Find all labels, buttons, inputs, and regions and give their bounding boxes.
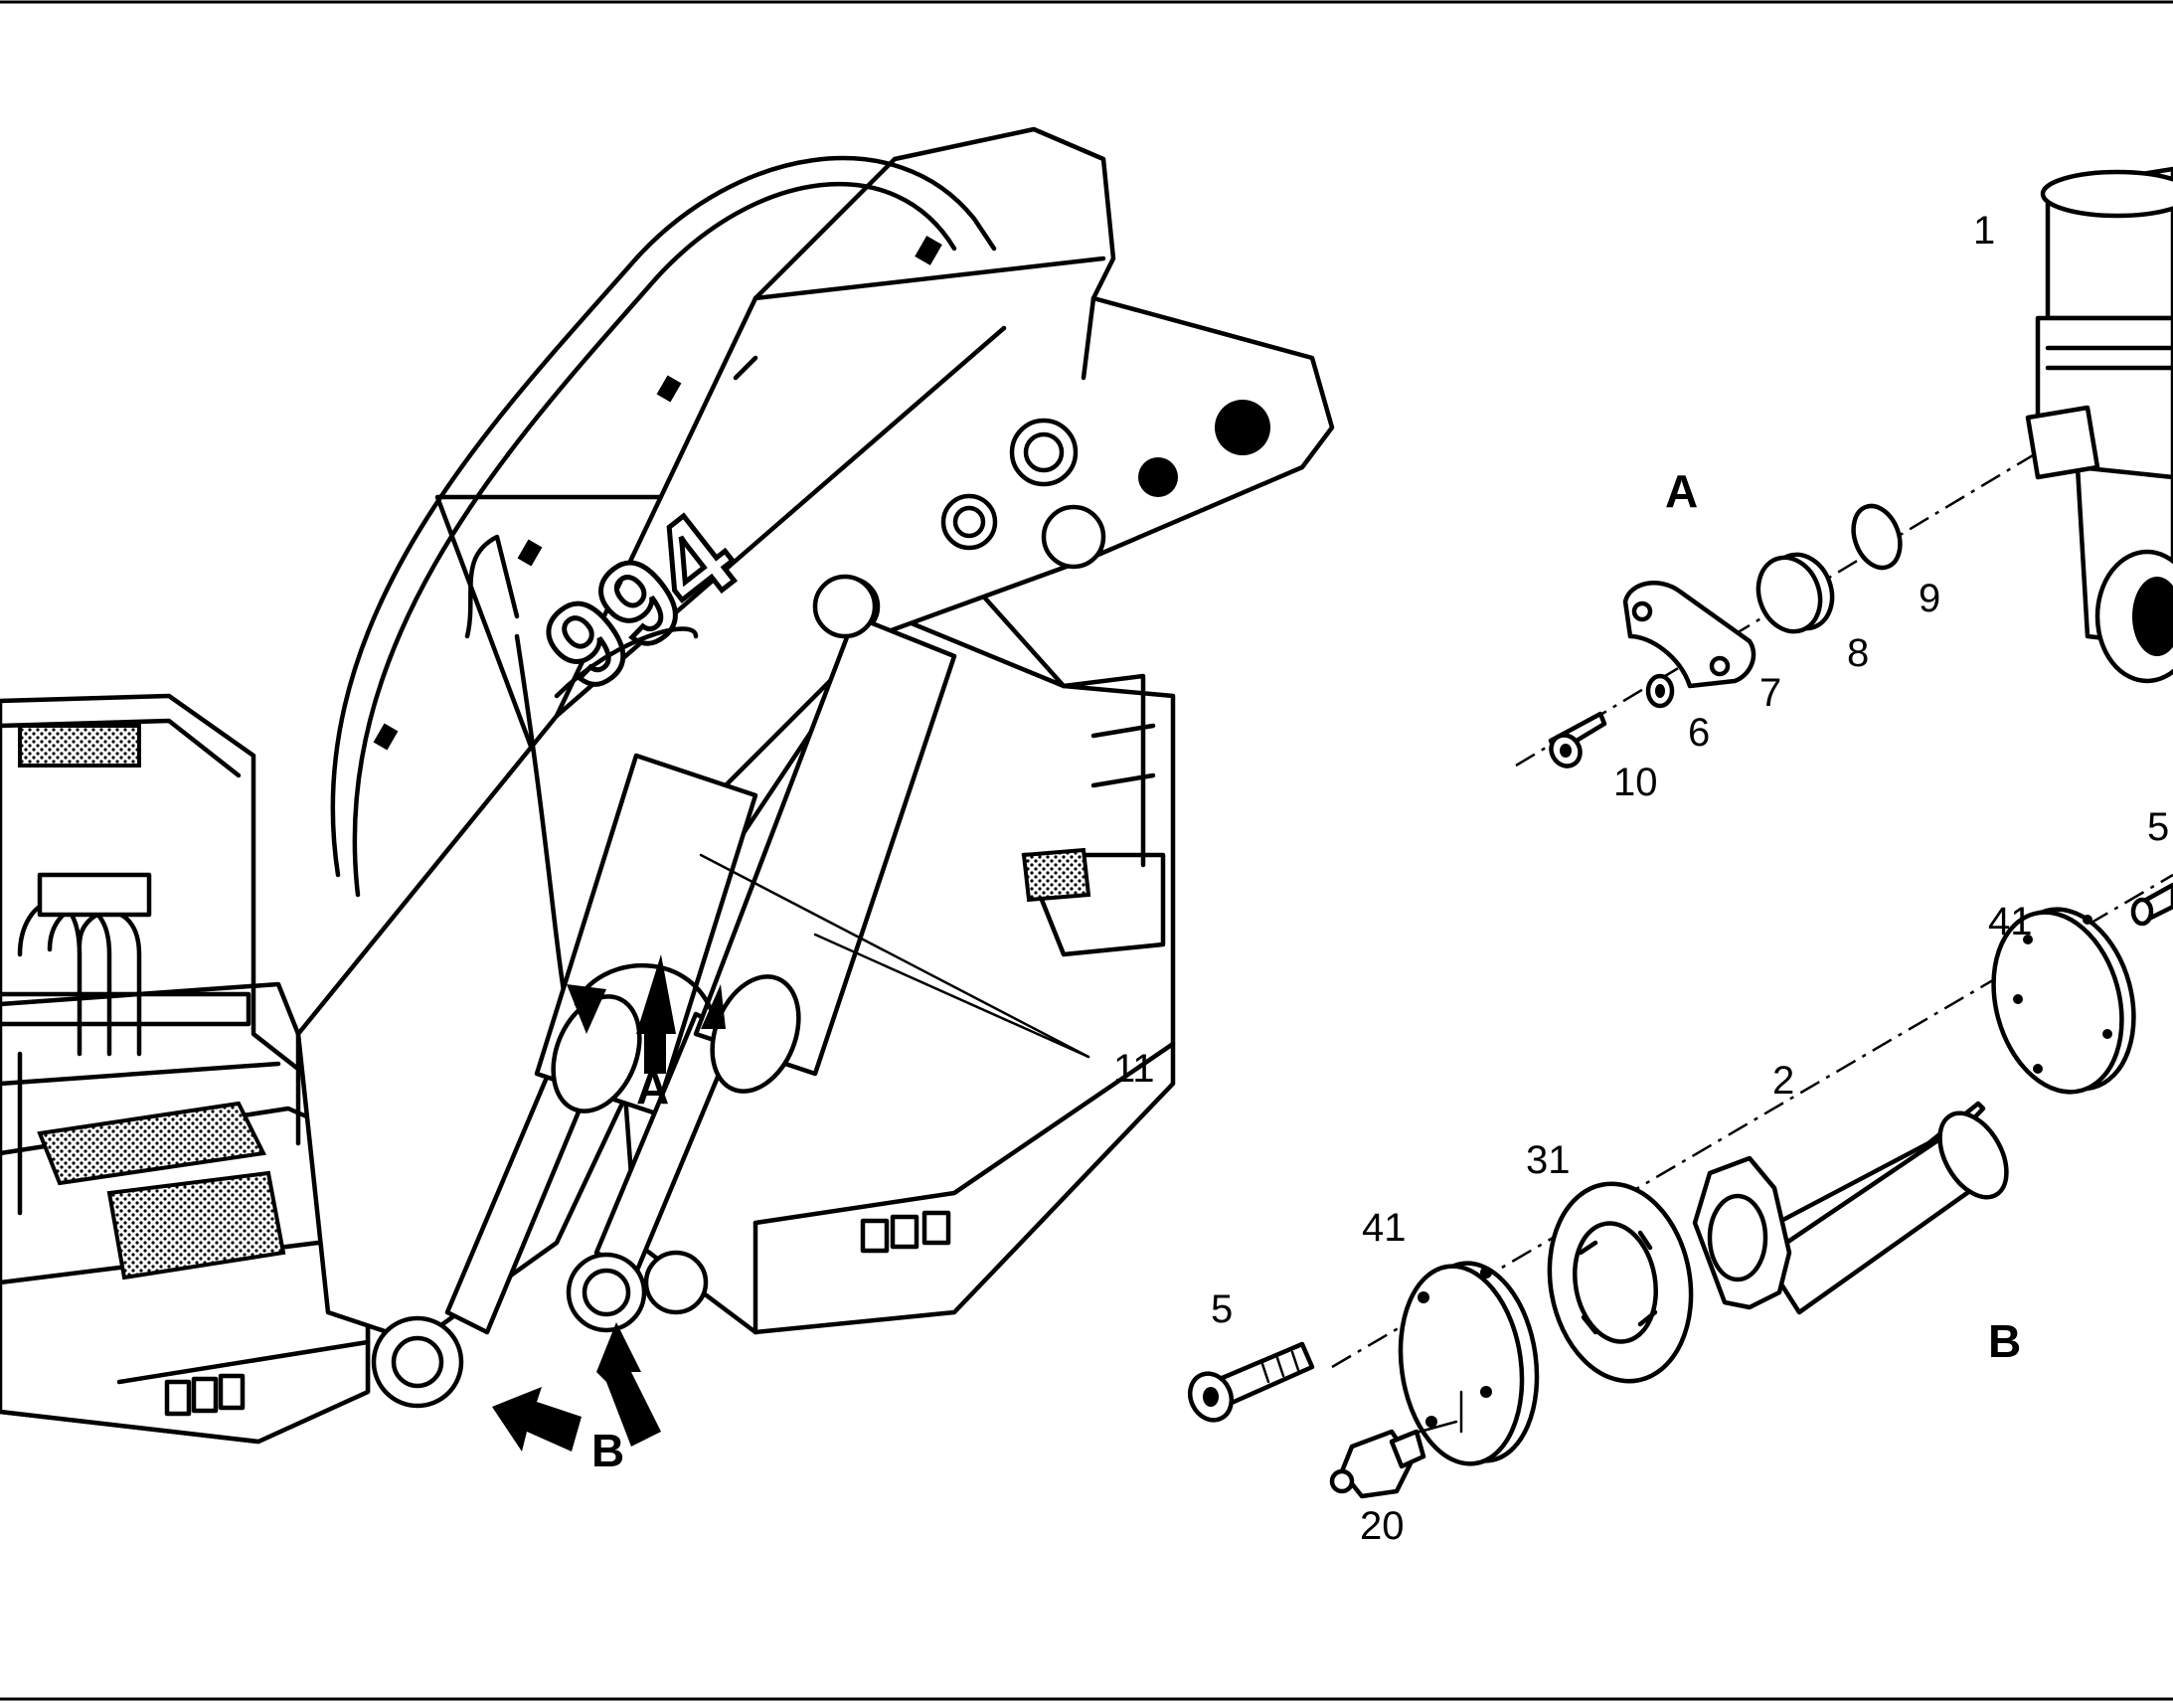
part-7-clamp bbox=[1622, 581, 1756, 689]
detail-b-label: B bbox=[1988, 1315, 2021, 1367]
callout-31: 31 bbox=[1526, 1138, 1571, 1182]
hydraulic-hoses bbox=[330, 155, 997, 1047]
part-2-bushing bbox=[1692, 1101, 2009, 1315]
callout-41: 41 bbox=[1362, 1206, 1407, 1250]
part-41-cover-top bbox=[1991, 907, 2136, 1095]
part-6-washer bbox=[1645, 673, 1675, 709]
excavator-illustration: 994 bbox=[0, 126, 1335, 1476]
callout-8: 8 bbox=[1847, 631, 1869, 675]
part-9-o-ring bbox=[1851, 503, 1903, 571]
part-8-cap bbox=[1755, 552, 1835, 634]
part-20-grease-nipple bbox=[1329, 1420, 1458, 1499]
callout-41-top: 41 bbox=[1988, 900, 2033, 943]
callout-1: 1 bbox=[1973, 209, 1995, 253]
view-arrow-b: B bbox=[492, 1322, 661, 1476]
hydraulic-cylinder-pair bbox=[371, 504, 1106, 1409]
callout-10: 10 bbox=[1613, 761, 1658, 804]
callout-11: 11 bbox=[1113, 1047, 1155, 1091]
callout-5: 5 bbox=[1211, 1287, 1233, 1331]
leader-11-b bbox=[813, 933, 1090, 1059]
detail-view-b: B 5 41 2 bbox=[1187, 805, 2173, 1548]
callout-9: 9 bbox=[1919, 577, 1940, 620]
detail-view-a: A 1 9 8 7 bbox=[1515, 166, 2173, 804]
part-5-screw-top bbox=[2130, 882, 2173, 927]
leader-11-a bbox=[699, 853, 1090, 1059]
part-31-spacer-disc bbox=[1547, 1181, 1694, 1384]
part-41-cover-bottom bbox=[1398, 1261, 1540, 1466]
upper-carriage bbox=[0, 693, 371, 1445]
view-label-b: B bbox=[591, 1425, 624, 1476]
view-arrow-a: A bbox=[567, 954, 726, 1113]
detail-a-label: A bbox=[1665, 465, 1698, 517]
view-label-a: A bbox=[636, 1062, 669, 1113]
callout-7: 7 bbox=[1759, 671, 1781, 715]
callout-2: 2 bbox=[1772, 1059, 1794, 1103]
callout-5-top: 5 bbox=[2147, 805, 2169, 849]
part-1-cylinder-rod-eye bbox=[2025, 166, 2173, 684]
part-10-screw bbox=[1548, 711, 1607, 769]
callout-20: 20 bbox=[1360, 1504, 1405, 1548]
callout-6: 6 bbox=[1688, 711, 1710, 755]
part-5-screw bbox=[1187, 1341, 1315, 1423]
